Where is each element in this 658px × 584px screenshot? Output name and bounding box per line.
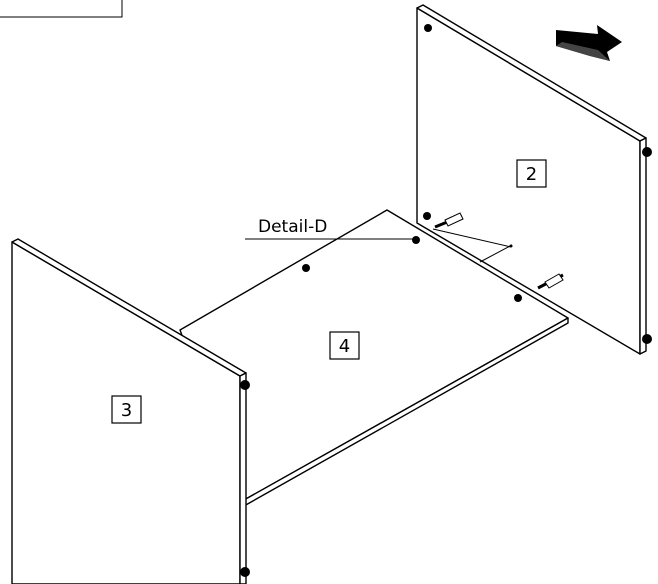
direction-arrow-icon — [556, 25, 622, 61]
guide-line — [432, 228, 512, 248]
panel-2-hole — [424, 24, 432, 32]
panel-3-label: 3 — [121, 400, 132, 421]
panel-2-label: 2 — [526, 164, 537, 185]
guide-point — [509, 244, 513, 248]
panel-4-hole — [412, 236, 420, 244]
panel-3-label-box — [111, 395, 142, 424]
panel-3-cam-lock — [240, 380, 250, 390]
header-box-fragment — [0, 0, 123, 18]
panel-4-label-box — [329, 331, 360, 360]
panel-4-hole — [514, 294, 522, 302]
detail-label: Detail-D — [258, 217, 327, 237]
panel-2: 2 — [416, 4, 652, 355]
panel-2-side-edge — [639, 137, 647, 355]
guide-line — [479, 244, 513, 263]
panel-4-label: 4 — [339, 336, 350, 357]
panel-2-cam-lock — [642, 147, 652, 157]
panel-2-cam-lock — [642, 334, 652, 344]
dowel-pin-lower — [537, 273, 564, 290]
fasteners — [432, 212, 564, 290]
detail-callout: Detail-D — [245, 217, 416, 240]
panel-3-side-edge — [239, 372, 247, 584]
panel-2-hole — [423, 212, 431, 220]
panel-3: 3 — [11, 238, 250, 584]
panel-4-hole — [302, 264, 310, 272]
panel-3-cam-lock — [240, 567, 250, 577]
dowel-pin-upper — [434, 212, 464, 229]
panel-2-label-box — [516, 159, 547, 188]
